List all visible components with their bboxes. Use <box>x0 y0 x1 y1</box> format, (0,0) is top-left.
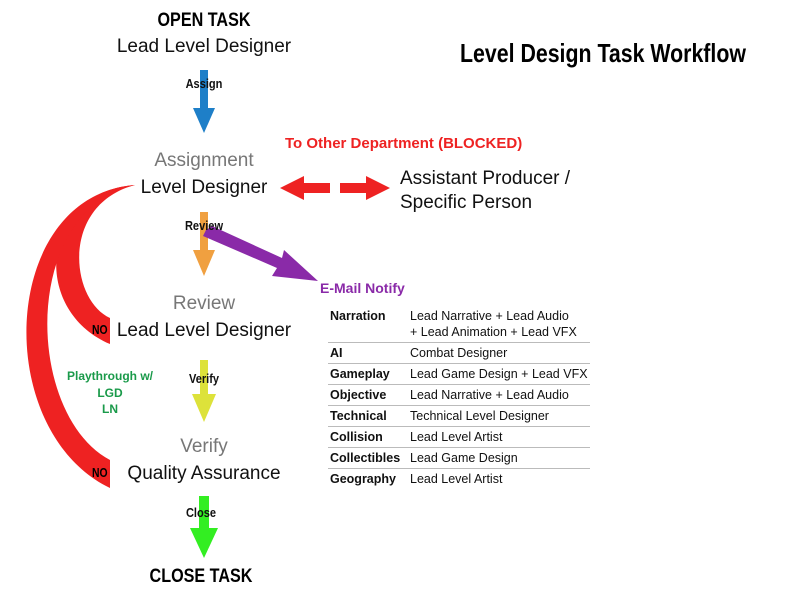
verify-owner: Quality Assurance <box>127 463 281 484</box>
reviewer-line: Lead Game Design <box>410 451 518 465</box>
table-row: Collision Lead Level Artist <box>328 427 590 448</box>
verify-arrow <box>192 360 216 422</box>
reviewer-line: Technical Level Designer <box>410 409 549 423</box>
category-cell: Gameplay <box>330 367 390 381</box>
close-arrow <box>190 496 218 558</box>
category-cell: Collision <box>330 430 383 444</box>
reviewers-cell: Lead Level Artist <box>408 427 590 448</box>
email-notify-arrow <box>203 226 318 281</box>
reviewer-line: + Lead Animation + Lead VFX <box>410 325 577 339</box>
open-task-owner: Lead Level Designer <box>116 36 292 57</box>
verify-label: Verify <box>188 371 220 386</box>
category-cell: Narration <box>330 309 386 323</box>
assignment-stage: Assignment <box>154 150 254 171</box>
assign-label: Assign <box>185 76 223 91</box>
reviewers-cell: Lead Game Design <box>408 448 590 469</box>
category-cell: Collectibles <box>330 451 401 465</box>
close-task-label: CLOSE TASK <box>149 566 253 587</box>
table-row: Technical Technical Level Designer <box>328 406 590 427</box>
review-no-label: NO <box>91 322 108 337</box>
email-notify-label: E-Mail Notify <box>320 280 405 296</box>
review-label: Review <box>184 218 224 233</box>
close-label: Close <box>185 505 217 520</box>
reviewers-cell: Lead Game Design + Lead VFX <box>408 364 590 385</box>
category-cell: Technical <box>330 409 387 423</box>
reject-curve-review <box>56 185 135 344</box>
playthrough-line: LN <box>101 402 118 416</box>
other-dept-line2: Specific Person <box>400 192 533 213</box>
table-row: AI Combat Designer <box>328 343 590 364</box>
table-row: Gameplay Lead Game Design + Lead VFX <box>328 364 590 385</box>
verify-stage: Verify <box>180 436 228 457</box>
review-stage: Review <box>172 293 236 314</box>
table-row: Objective Lead Narrative + Lead Audio <box>328 385 590 406</box>
blocked-label: To Other Department (BLOCKED) <box>285 135 523 152</box>
table-row: Narration Lead Narrative + Lead Audio + Le… <box>328 306 590 343</box>
reviewers-cell: Combat Designer <box>408 343 590 364</box>
other-dept-line1: Assistant Producer / <box>400 168 571 189</box>
reject-curve-qa <box>26 185 135 488</box>
review-arrow <box>193 212 215 276</box>
blocked-double-arrow <box>280 176 390 200</box>
reviewer-line: Combat Designer <box>410 346 508 360</box>
table-row: Collectibles Lead Game Design <box>328 448 590 469</box>
table-row: Geography Lead Level Artist <box>328 469 590 490</box>
reviewer-line: Lead Level Artist <box>410 472 503 486</box>
playthrough-line: Playthrough w/ <box>66 369 154 383</box>
reviewers-cell: Lead Narrative + Lead Audio + Lead Animat… <box>408 306 590 343</box>
playthrough-line: LGD <box>97 385 123 400</box>
reviewers-cell: Lead Level Artist <box>408 469 590 490</box>
diagram-title: Level Design Task Workflow <box>460 38 746 68</box>
category-cell: Objective <box>330 388 387 402</box>
qa-no-label: NO <box>91 465 108 480</box>
reviewer-line: Lead Game Design + Lead VFX <box>410 367 588 381</box>
reviewer-line: Lead Narrative + Lead Audio <box>410 309 569 323</box>
reviewers-cell: Lead Narrative + Lead Audio <box>408 385 590 406</box>
assign-arrow <box>193 70 215 133</box>
review-owner: Lead Level Designer <box>116 320 292 341</box>
reviewer-line: Lead Narrative + Lead Audio <box>410 388 569 402</box>
reviewer-line: Lead Level Artist <box>410 430 503 444</box>
playthrough-note: Playthrough w/ LGD LN <box>67 368 153 418</box>
open-task-label: OPEN TASK <box>157 10 251 31</box>
category-cell: AI <box>330 346 343 360</box>
reviewers-cell: Technical Level Designer <box>408 406 590 427</box>
category-cell: Geography <box>330 472 396 486</box>
assignment-owner: Level Designer <box>140 177 268 198</box>
